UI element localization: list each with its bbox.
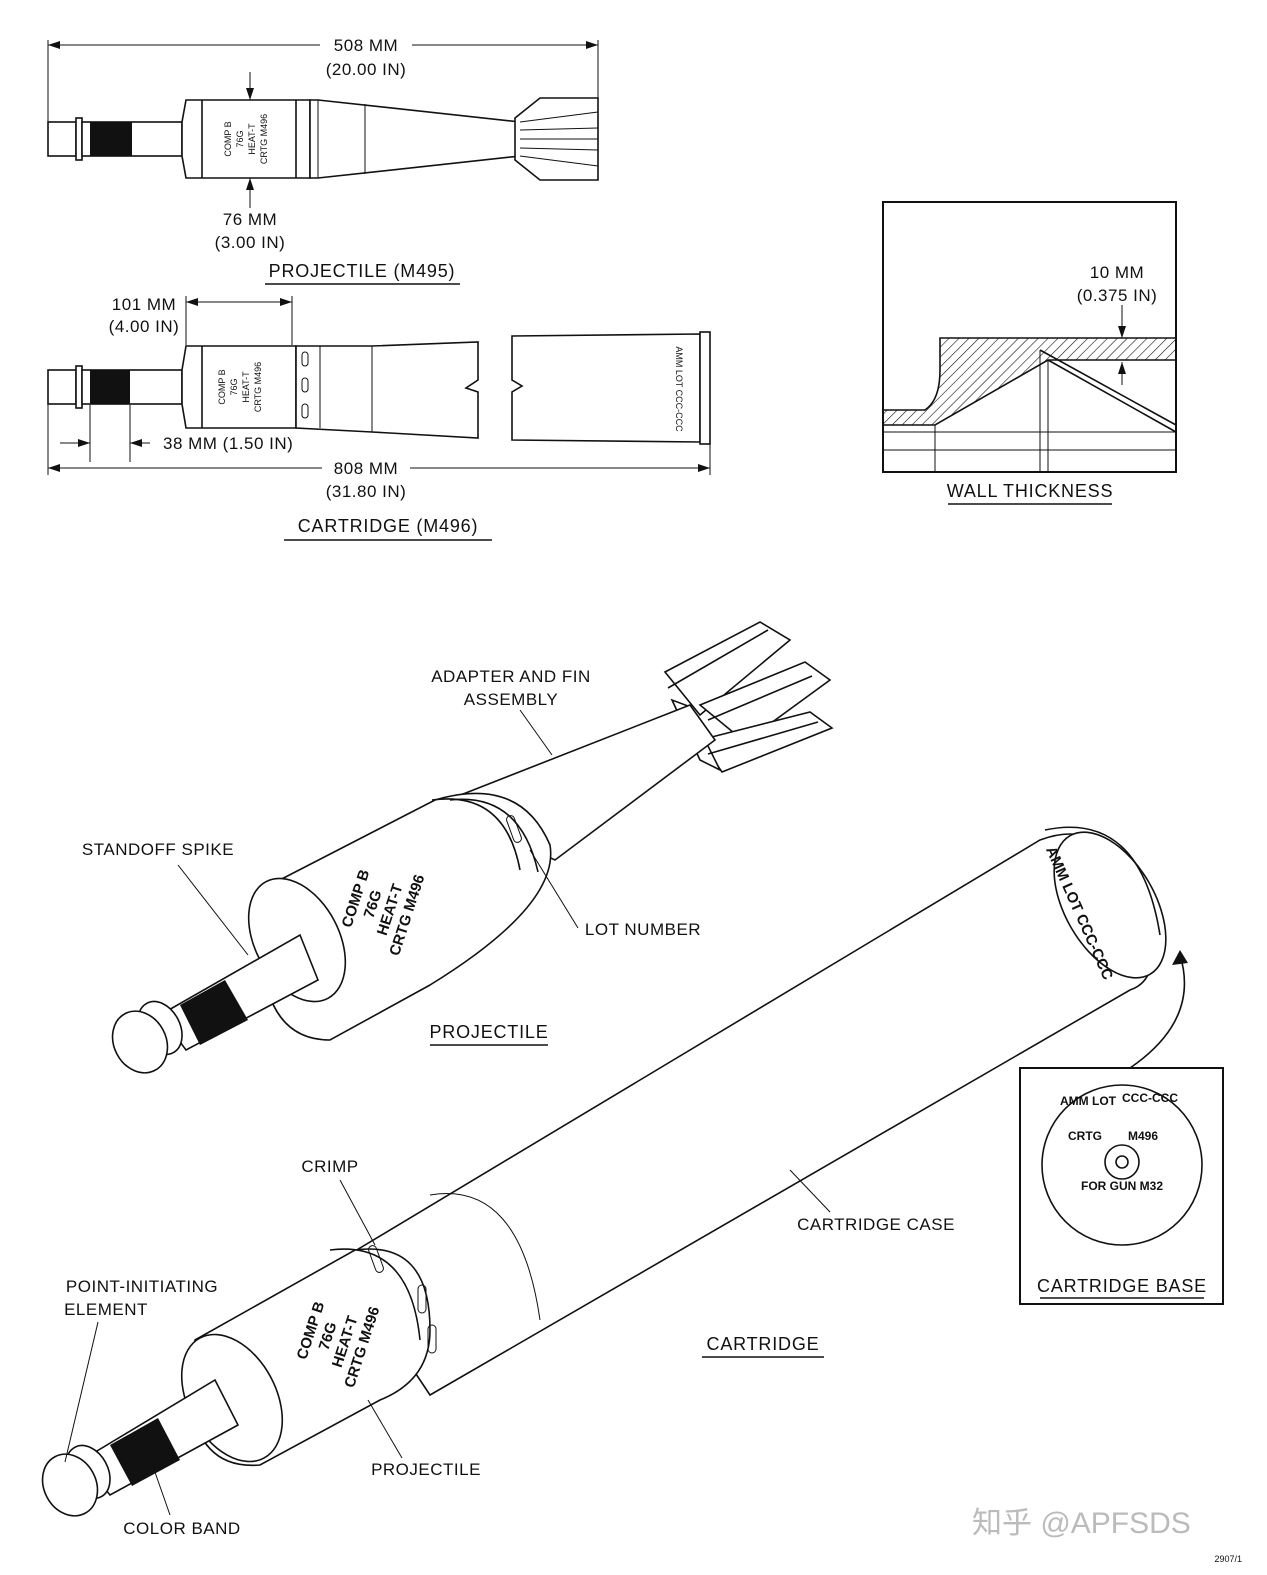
offset-inch-label: (4.00 IN) bbox=[109, 317, 180, 336]
cartridge-isometric: AMM LOT CCC-CCC COMP B 76G HEAT-T CRTG M… bbox=[41, 826, 1188, 1538]
base-lot: AMM LOT bbox=[1060, 1094, 1117, 1108]
marking-line: 76G bbox=[229, 378, 239, 395]
cartridge-m496-elevation: 101 MM (4.00 IN) AMM LOT CCC-CCC COMP B … bbox=[47, 295, 711, 541]
band-width-label: 38 MM (1.50 IN) bbox=[163, 434, 293, 453]
base-gun: FOR GUN M32 bbox=[1081, 1179, 1163, 1193]
case-marking: AMM LOT CCC-CCC bbox=[674, 346, 684, 432]
label-crimp: CRIMP bbox=[301, 1157, 358, 1176]
diameter-inch-label: (3.00 IN) bbox=[215, 233, 286, 252]
wall-thickness-inch: (0.375 IN) bbox=[1077, 286, 1158, 305]
caption-cartridge-m496: CARTRIDGE (M496) bbox=[298, 516, 479, 536]
cartridge-length-label: 808 MM bbox=[334, 459, 398, 478]
color-band bbox=[90, 122, 132, 156]
label-adapter-fin: ADAPTER AND FIN bbox=[431, 667, 591, 686]
label-cartridge-case: CARTRIDGE CASE bbox=[797, 1215, 955, 1234]
marking-line: CRTG M496 bbox=[253, 362, 263, 412]
base-lot-code: CCC-CCC bbox=[1122, 1091, 1178, 1105]
base-crtg: CRTG bbox=[1068, 1129, 1102, 1143]
cartridge-base-detail: AMM LOT CCC-CCC CRTG M496 FOR GUN M32 CA… bbox=[1019, 1067, 1224, 1305]
base-model: M496 bbox=[1128, 1129, 1158, 1143]
projectile-m495-elevation: 508 MM (20.00 IN) COMP B 76G HEAT-T CRTG… bbox=[47, 36, 599, 285]
color-band bbox=[90, 370, 130, 404]
caption-cartridge: CARTRIDGE bbox=[707, 1334, 820, 1354]
caption-projectile: PROJECTILE bbox=[429, 1022, 548, 1042]
wall-thickness-value: 10 MM bbox=[1090, 263, 1144, 282]
overall-length-label: 508 MM bbox=[334, 36, 398, 55]
label-adapter-fin-2: ASSEMBLY bbox=[464, 690, 558, 709]
projectile-isometric: COMP B 76G HEAT-T CRTG M496 ADAPTER AND … bbox=[82, 621, 834, 1074]
marking-line: COMP B bbox=[223, 121, 233, 156]
label-point-initiating-2: ELEMENT bbox=[64, 1300, 148, 1319]
marking-line: HEAT-T bbox=[247, 123, 257, 155]
label-color-band: COLOR BAND bbox=[123, 1519, 240, 1538]
label-lot-number: LOT NUMBER bbox=[585, 920, 701, 939]
marking-line: 76G bbox=[235, 130, 245, 147]
label-point-initiating: POINT-INITIATING bbox=[66, 1277, 218, 1296]
label-projectile: PROJECTILE bbox=[371, 1460, 481, 1479]
caption-wall-thickness: WALL THICKNESS bbox=[947, 481, 1114, 501]
marking-line: HEAT-T bbox=[241, 371, 251, 403]
caption-projectile-m495: PROJECTILE (M495) bbox=[269, 261, 456, 281]
label-standoff-spike: STANDOFF SPIKE bbox=[82, 840, 234, 859]
cartridge-length-inch-label: (31.80 IN) bbox=[326, 482, 407, 501]
offset-label: 101 MM bbox=[112, 295, 176, 314]
wall-thickness-detail: 10 MM (0.375 IN) WALL THICKNESS bbox=[882, 201, 1177, 505]
caption-cartridge-base: CARTRIDGE BASE bbox=[1037, 1276, 1207, 1296]
marking-line: CRTG M496 bbox=[259, 114, 269, 164]
figure-number: 2907/1 bbox=[1214, 1554, 1242, 1564]
marking-line: COMP B bbox=[217, 369, 227, 404]
watermark: 知乎 @APFSDS bbox=[972, 1507, 1191, 1540]
diameter-label: 76 MM bbox=[223, 210, 277, 229]
overall-length-inch-label: (20.00 IN) bbox=[326, 60, 407, 79]
